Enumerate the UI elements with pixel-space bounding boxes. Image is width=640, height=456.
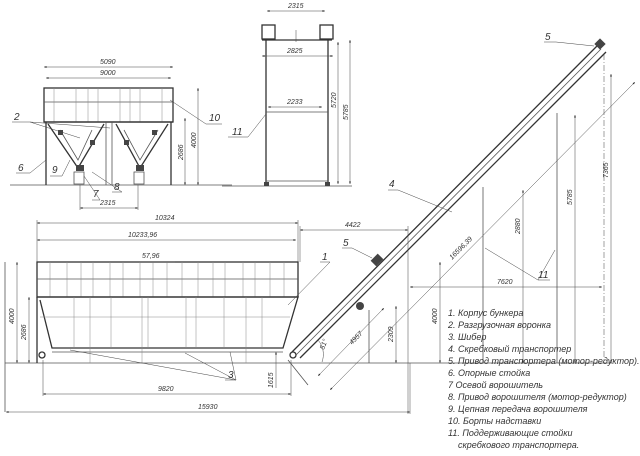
dim-10233-96: 10233,96 xyxy=(128,232,157,239)
drive-wheel xyxy=(38,351,46,359)
callout-7: 7 xyxy=(93,189,99,200)
drive-box xyxy=(133,171,145,185)
dim-4422: 4422 xyxy=(345,222,361,229)
legend-item: скребкового транспортера. xyxy=(458,440,579,450)
callout-2: 2 xyxy=(13,112,20,123)
callout-9: 9 xyxy=(52,165,58,176)
angle-label: 51° xyxy=(318,338,329,351)
callout-6: 6 xyxy=(18,163,24,174)
dim-2309: 2309 xyxy=(388,326,395,343)
dim-4000: 4000 xyxy=(191,132,198,148)
legend-item: 5. Привод транспортера (мотор-редуктор). xyxy=(448,356,639,366)
conveyor-tail-wheel xyxy=(289,351,297,359)
hopper-extension xyxy=(36,261,299,298)
callout-4: 4 xyxy=(389,179,395,190)
dim-2315: 2315 xyxy=(287,3,304,10)
dim-1615: 1615 xyxy=(268,372,275,388)
callout-11: 11 xyxy=(538,270,548,281)
dim-9000: 9000 xyxy=(100,70,116,77)
hopper-extension-frame xyxy=(43,87,174,123)
dim-9820: 9820 xyxy=(158,386,174,393)
legend-item: 6. Опорные стойка xyxy=(448,368,530,378)
legend-item: 1. Корпус бункера xyxy=(448,308,523,318)
conveyor-section xyxy=(261,24,276,40)
callout-10: 10 xyxy=(209,113,221,124)
dim-10324: 10324 xyxy=(155,215,175,222)
legend-item: 2. Разгрузочная воронка xyxy=(447,320,551,330)
legend-item: 7 Осевой ворошитель xyxy=(448,380,543,390)
legend-item: 10. Борты надставки xyxy=(448,416,541,426)
dim-2686: 2686 xyxy=(178,144,185,161)
dim-15930: 15930 xyxy=(198,404,218,411)
dim-57-96: 57,96 xyxy=(142,253,160,260)
scraper-conveyor xyxy=(287,38,607,386)
legend-item: 4. Скребковый транспортер xyxy=(448,344,571,354)
callout-5-top: 5 xyxy=(545,32,551,43)
dim-2315: 2315 xyxy=(99,200,116,207)
dim-5720: 5720 xyxy=(331,92,338,108)
discharge-funnel xyxy=(115,123,169,170)
legend-item: 9. Цепная передача ворошителя xyxy=(448,404,588,414)
dim-7365: 7365 xyxy=(603,162,610,178)
legend-item: 11. Поддерживающие стойки xyxy=(448,428,573,438)
dim-2825: 2825 xyxy=(286,48,303,55)
dim-2233: 2233 xyxy=(286,99,303,106)
dim-2686: 2686 xyxy=(21,324,28,341)
side-view: 2315 2825 2233 5720 5785 11 xyxy=(222,3,352,187)
dim-2880: 2880 xyxy=(515,218,522,235)
dim-5785: 5785 xyxy=(343,104,350,120)
callout-11: 11 xyxy=(232,127,242,138)
dim-4957: 4957 xyxy=(348,330,365,347)
main-view: 10324 10233,96 57,96 4000 2686 9820 1593… xyxy=(4,32,636,414)
conveyor-section xyxy=(319,24,334,40)
parts-legend: 1. Корпус бункера 2. Разгрузочная воронк… xyxy=(447,308,639,450)
hopper-body xyxy=(37,296,299,349)
front-view: 5090 9000 2686 4000 2315 2 6 9 7 8 10 xyxy=(10,59,232,210)
dim-5090: 5090 xyxy=(100,59,116,66)
callout-3: 3 xyxy=(228,370,234,381)
dim-4000: 4000 xyxy=(9,308,16,324)
callout-8: 8 xyxy=(114,182,120,193)
dim-5785: 5785 xyxy=(567,189,574,205)
drive-box xyxy=(73,171,85,185)
callout-5-bottom: 5 xyxy=(343,238,349,249)
legend-item: 8. Привод ворошителя (мотор-редуктор) xyxy=(448,392,627,402)
dim-4000-conveyor: 4000 xyxy=(432,308,439,324)
dim-7620: 7620 xyxy=(497,279,513,286)
legend-item: 3. Шибер xyxy=(448,332,486,342)
callout-1: 1 xyxy=(322,252,328,263)
